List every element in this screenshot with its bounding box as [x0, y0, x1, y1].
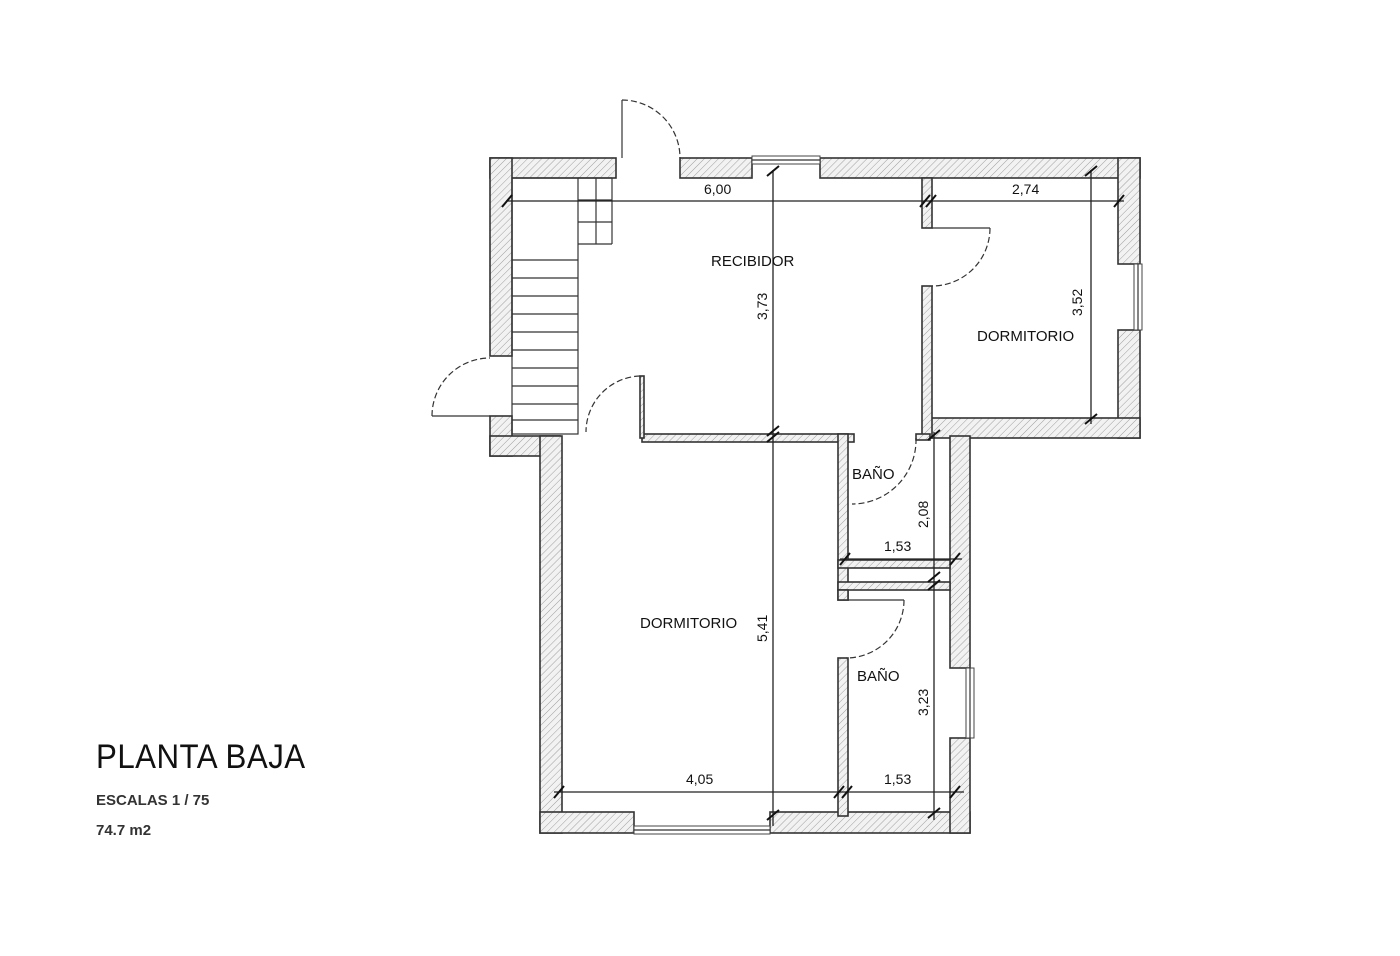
dim-bano-2-depth: 3,23 [915, 689, 931, 716]
wall-dormitorio-bottom [929, 417, 1141, 439]
dim-dormitorio-2-depth: 5,41 [754, 615, 770, 642]
wall-top-middle [679, 157, 753, 179]
staircase [511, 177, 613, 435]
wall-top-right [819, 157, 1141, 179]
room-label-bano-upper: BAÑO [852, 466, 895, 483]
wall-right-upper [1117, 157, 1141, 265]
doors [431, 99, 991, 659]
dim-bano-1-depth: 2,08 [915, 501, 931, 528]
plan-scale: ESCALAS 1 / 75 [96, 792, 210, 809]
wall-partition-dormitorio-lower [921, 285, 933, 439]
plan-title: PLANTA BAJA [96, 738, 306, 776]
wall-partition-dormitorio [921, 177, 933, 229]
dim-bano-1-width: 1,53 [884, 538, 911, 554]
dim-dormitorio-1-width: 2,74 [1012, 181, 1039, 197]
wall-bano-left-stub [837, 589, 849, 601]
dim-recibidor-depth: 3,73 [754, 293, 770, 320]
windows [633, 155, 1143, 835]
wall-stub-recibidor [639, 375, 645, 439]
plan-area: 74.7 m2 [96, 822, 152, 839]
walls [489, 157, 1141, 834]
wall-stub-bano [915, 433, 931, 441]
wall-lower-left [539, 435, 563, 834]
room-label-recibidor: RECIBIDOR [711, 253, 795, 270]
wall-lower-right-lower [949, 737, 971, 834]
wall-bottom-left [539, 811, 635, 834]
dim-dormitorio-1-depth: 3,52 [1069, 289, 1085, 316]
wall-bottom-right [769, 811, 971, 834]
dim-bano-2-width: 1,53 [884, 771, 911, 787]
wall-bano-divider-2 [837, 581, 951, 591]
room-label-dormitorio-right: DORMITORIO [977, 328, 1074, 345]
wall-bano-left-lower [837, 657, 849, 817]
wall-bano-divider [837, 559, 951, 569]
room-label-bano-lower: BAÑO [857, 668, 900, 685]
wall-recibidor-bottom [641, 433, 855, 443]
wall-bano-left-upper [837, 433, 849, 601]
dim-recibidor-width: 6,00 [704, 181, 731, 197]
room-label-dormitorio-lower: DORMITORIO [640, 615, 737, 632]
dim-dormitorio-2-width: 4,05 [686, 771, 713, 787]
wall-left-upper [489, 157, 513, 357]
dimension-lines [501, 165, 1125, 826]
wall-lower-right-upper [949, 435, 971, 669]
